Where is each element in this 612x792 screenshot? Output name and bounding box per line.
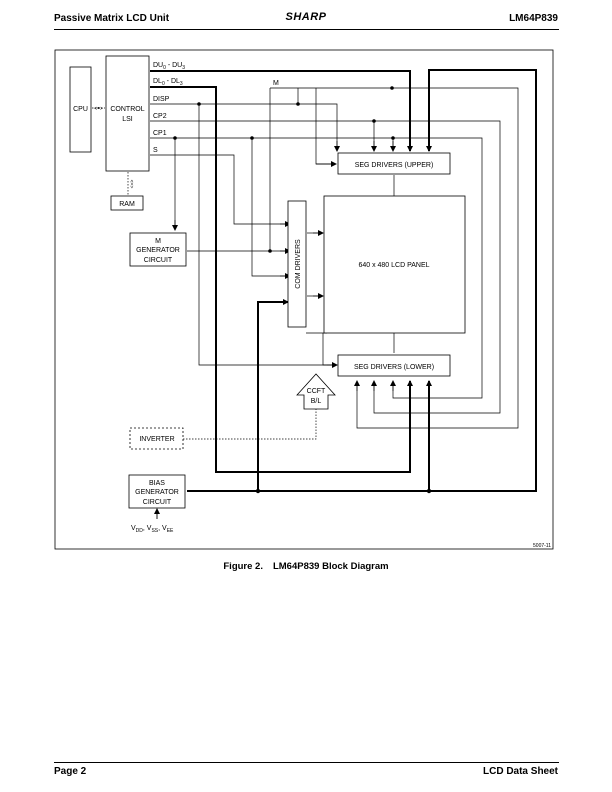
signal-s-label: S [153,147,158,154]
signal-dl-label: DL0 - DL3 [153,78,183,87]
footer-doc-title: LCD Data Sheet [482,766,558,777]
seg-lower-label: SEG DRIVERS (LOWER) [354,364,434,371]
figure-caption-label: Figure 2. [223,561,263,572]
footer-rule [54,762,559,763]
control-lsi-label-2: LSI [122,116,133,123]
signal-cp2-label: CP2 [153,113,167,120]
bias-generator-block [128,474,186,509]
brand-logo: SHARP [285,11,327,23]
bias-generator-label-3: CIRCUIT [143,499,172,506]
lcd-panel-block [323,195,466,334]
lcd-panel-label: 640 x 480 LCD PANEL [358,262,429,269]
m-generator-label-1: M [155,238,161,245]
header-rule [54,29,559,30]
control-lsi-block [105,55,150,172]
ccft-label-1: CCFT [307,388,326,395]
cpu-block [69,66,92,153]
figure-caption-title: LM64P839 Block Diagram [272,561,389,572]
seg-upper-label: SEG DRIVERS (UPPER) [355,162,434,169]
ram-block [110,195,144,211]
signal-m-label: M [273,80,279,87]
inverter-link [183,409,317,440]
bias-generator-label-1: BIAS [149,480,165,487]
seg-lower-block [337,354,451,377]
cpu-label: CPU [73,106,88,113]
thick-bus-lines [150,69,537,492]
ram-bus-label: <=> [128,180,134,189]
control-lsi-label-1: CONTROL [110,106,144,113]
figure-caption: Figure 2. LM64P839 Block Diagram [0,561,612,572]
inverter-block [129,427,184,450]
seg-upper-block [337,152,451,175]
ccft-arrow [296,373,336,410]
supply-label: VDD, VSS, VEE [131,525,174,534]
com-drivers-label: COM DRIVERS [295,239,302,289]
signal-du-label: DU0 - DU3 [153,62,185,71]
diagram-frame [54,49,554,550]
header-part-number: LM64P839 [509,13,558,24]
ram-label: RAM [119,201,135,208]
m-generator-label-2: GENERATOR [136,247,180,254]
com-drivers-block [287,200,307,328]
signal-cp1-label: CP1 [153,130,167,137]
ccft-label-2: B/L [311,398,322,405]
signal-disp-label: DISP [153,96,170,103]
m-generator-block [129,232,187,267]
junction-dots [173,86,432,494]
cpu-bus-label: <=> [94,106,103,112]
bias-generator-label-2: GENERATOR [135,489,179,496]
footer-page-number: Page 2 [54,766,87,777]
inverter-label: INVERTER [139,436,174,443]
header-title: Passive Matrix LCD Unit [54,13,170,24]
m-generator-label-3: CIRCUIT [144,257,173,264]
figure-id: 5007-11 [533,543,551,549]
